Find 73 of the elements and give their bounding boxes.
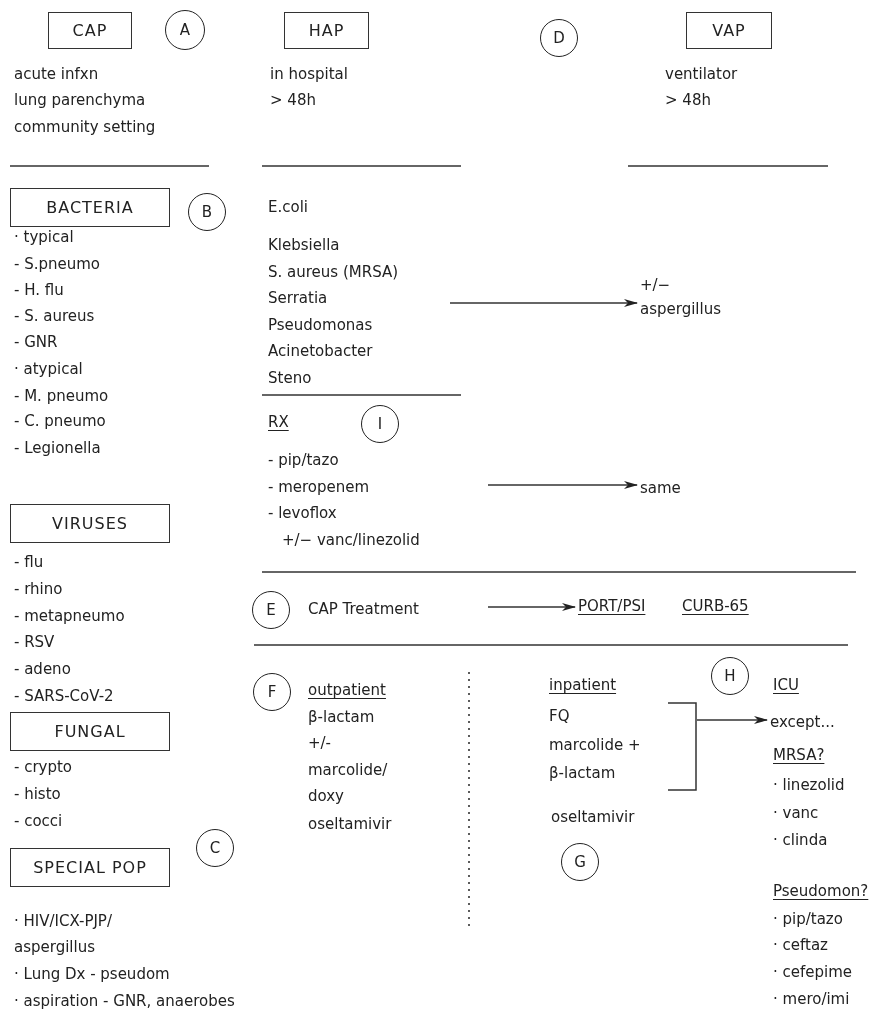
arrow [487, 603, 576, 611]
list-item: - SARS-CoV-2 [14, 687, 114, 706]
list-item: · mero/imi [773, 990, 850, 1009]
list-item: - flu [14, 553, 44, 572]
heading-box: VIRUSES [10, 504, 170, 543]
subheading: CURB-65 [682, 597, 749, 616]
list-item: · atypical [14, 360, 83, 379]
note-text: +/− aspergillus [640, 273, 750, 321]
list-item: oseltamivir [551, 808, 635, 827]
list-item: - meropenem [268, 478, 370, 497]
heading-box: HAP [284, 12, 369, 49]
subheading: outpatient [308, 681, 386, 700]
subheading: RX [268, 413, 289, 432]
list-item: β-lactam [308, 708, 375, 727]
list-item: · Lung Dx - pseudom [14, 965, 170, 984]
heading-box: FUNGAL [10, 712, 170, 751]
subheading: PORT/PSI [578, 597, 646, 616]
list-item: - GNR [14, 333, 58, 352]
list-item: - rhino [14, 580, 63, 599]
list-item: · vanc [773, 804, 819, 823]
list-item: Klebsiella [268, 236, 340, 255]
subheading: MRSA? [773, 746, 825, 765]
list-item: Steno [268, 369, 312, 388]
note-text: same [640, 476, 700, 500]
heading-box: CAP [48, 12, 132, 49]
list-item: · clinda [773, 831, 828, 850]
note-text: except... [770, 710, 850, 734]
list-item: +/− vanc/linezolid [282, 531, 420, 550]
list-item: · pip/tazo [773, 910, 843, 929]
heading-box: BACTERIA [10, 188, 170, 227]
list-item: - cocci [14, 812, 63, 831]
list-item: > 48h [270, 91, 316, 110]
list-item: acute infxn [14, 65, 99, 84]
list-item: ventilator [665, 65, 738, 84]
arrow [449, 299, 638, 307]
list-item: S. aureus (MRSA) [268, 263, 399, 282]
list-item: - Legionella [14, 439, 101, 458]
list-item: · HIV/ICX-PJP/ aspergillus [14, 911, 113, 958]
list-item: - metapneumo [14, 607, 125, 626]
subheading: ICU [773, 676, 799, 695]
list-item: - adeno [14, 660, 71, 679]
list-item: Acinetobacter [268, 342, 373, 361]
arrow [696, 716, 768, 724]
subheading: Pseudomon? [773, 882, 869, 901]
subheading: inpatient [549, 676, 617, 695]
list-item: - pip/tazo [268, 451, 339, 470]
heading-box: VAP [686, 12, 772, 49]
list-item: +/- [308, 734, 332, 753]
list-item: - H. flu [14, 281, 64, 300]
note-text: CAP Treatment [308, 597, 488, 621]
list-item: - M. pneumo [14, 387, 109, 406]
list-item: - C. pneumo [14, 412, 106, 431]
list-item: · aspiration - GNR, anaerobes [14, 992, 235, 1010]
list-item: - levoflox [268, 504, 337, 523]
list-item: lung parenchyma [14, 91, 146, 110]
list-item: in hospital [270, 65, 348, 84]
list-item: Serratia [268, 289, 328, 308]
arrow [487, 481, 638, 489]
list-item: oseltamivir [308, 815, 392, 834]
list-item: · cefepime [773, 963, 853, 982]
list-item: · ceftaz [773, 936, 828, 955]
list-item: community setting [14, 118, 156, 137]
list-item: - histo [14, 785, 61, 804]
list-item: E.coli [268, 198, 308, 217]
list-item: Pseudomonas [268, 316, 373, 335]
list-item: · linezolid [773, 776, 845, 795]
list-item: FQ [549, 707, 570, 726]
list-item: > 48h [665, 91, 711, 110]
list-item: - S.pneumo [14, 255, 101, 274]
list-item: - S. aureus [14, 307, 95, 326]
list-item: - RSV [14, 633, 55, 652]
list-item: marcolide + β-lactam [549, 735, 642, 784]
heading-box: SPECIAL POP [10, 848, 170, 887]
